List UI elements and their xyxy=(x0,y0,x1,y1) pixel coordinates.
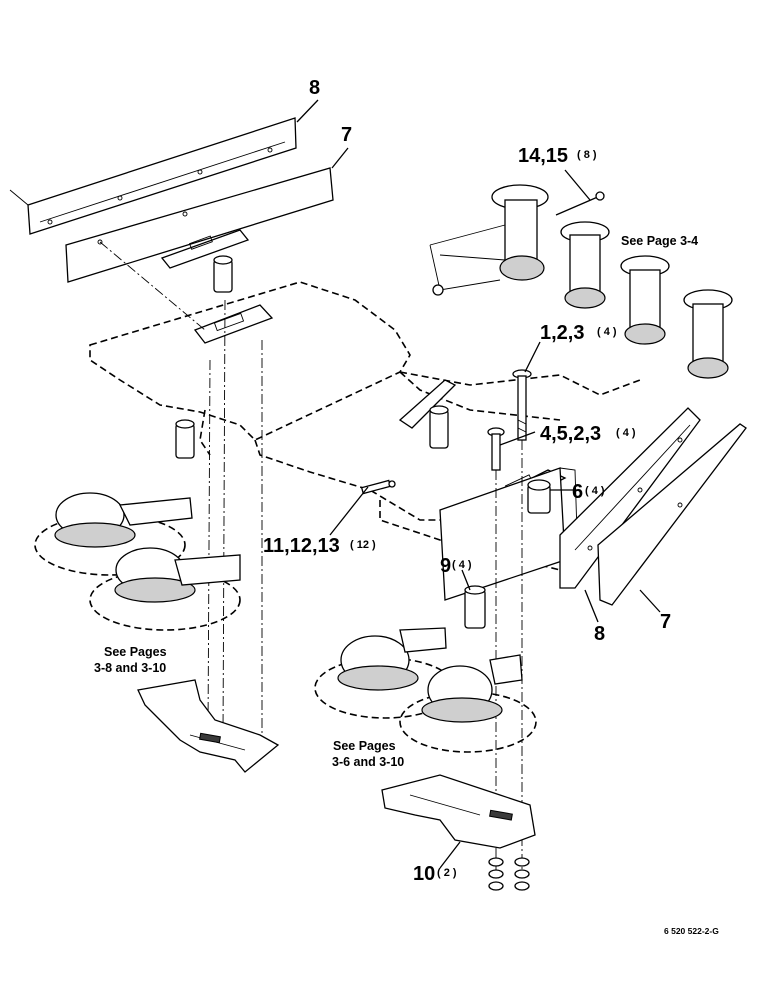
bolt-14 xyxy=(555,191,605,216)
note-see-pages-3-6: See Pages 3-6 and 3-10 xyxy=(332,739,404,769)
callout-10-text: 10 xyxy=(413,863,435,885)
callout-4-5-2-3: 4,5,2,3 ( 4 ) xyxy=(540,423,636,445)
callout-10: 10 ( 2 ) xyxy=(413,863,457,885)
note-see-pages-3-6-line1: See Pages xyxy=(333,739,396,753)
callout-6: 6 ( 4 ) xyxy=(572,481,605,503)
callout-14-15-text: 14,15 xyxy=(518,145,568,167)
callout-7-top: 7 xyxy=(341,124,352,146)
figure-code: 6 520 522-2-G xyxy=(664,926,719,936)
callout-7-top-text: 7 xyxy=(341,124,352,146)
callout-6-text: 6 xyxy=(572,481,583,503)
spacer-center xyxy=(429,405,449,449)
leader-lines xyxy=(296,99,661,869)
callout-1-2-3-text: 1,2,3 xyxy=(540,322,584,344)
strip-8-top xyxy=(9,117,297,235)
cutter-head-left-upper xyxy=(34,492,193,576)
callout-6-qty: ( 4 ) xyxy=(585,485,605,497)
cutter-drive-4 xyxy=(683,289,733,379)
callout-11-12-13-text: 11,12,13 xyxy=(263,535,340,557)
callout-1-2-3-qty: ( 4 ) xyxy=(597,326,617,338)
cutter-head-left-lower xyxy=(89,547,241,631)
note-see-pages-3-8-line1: See Pages xyxy=(104,645,167,659)
bolt-11 xyxy=(360,479,396,495)
callout-11-12-13-qty: ( 12 ) xyxy=(350,539,376,551)
cutter-head-right-lower xyxy=(399,654,537,753)
spacer-left xyxy=(175,419,195,459)
strip-8-right xyxy=(559,407,701,589)
callout-4-5-2-3-qty: ( 4 ) xyxy=(616,427,636,439)
spacer-top-left xyxy=(213,255,233,293)
note-see-page-3-4: See Page 3-4 xyxy=(621,234,698,248)
callout-1-2-3: 1,2,3 ( 4 ) xyxy=(540,322,617,344)
strip-7-top xyxy=(65,167,334,283)
skid-10 xyxy=(381,774,536,849)
plate-top-left xyxy=(160,229,250,269)
skid-left xyxy=(137,679,280,773)
bolt-1 xyxy=(512,369,532,441)
callout-7-right: 7 xyxy=(660,611,671,633)
spacer-9 xyxy=(464,585,486,629)
cutter-head-right-upper xyxy=(314,627,456,719)
cutter-drive-2 xyxy=(560,221,610,309)
callout-8-top-text: 8 xyxy=(309,77,320,99)
note-see-pages-3-6-line2: 3-6 and 3-10 xyxy=(332,755,404,769)
callout-4-5-2-3-text: 4,5,2,3 xyxy=(540,423,601,445)
strip-7-right xyxy=(597,423,747,606)
callout-14-15-qty: ( 8 ) xyxy=(577,149,597,161)
cutter-drive-3 xyxy=(620,255,670,345)
bolt-4 xyxy=(487,427,505,471)
callout-9-text: 9 xyxy=(440,555,451,577)
note-see-pages-3-8: See Pages 3-8 and 3-10 xyxy=(94,645,167,675)
callout-11-12-13: 11,12,13 ( 12 ) xyxy=(263,535,376,557)
nuts-10 xyxy=(488,857,530,891)
callout-10-qty: ( 2 ) xyxy=(437,867,457,879)
callout-8-top: 8 xyxy=(309,77,320,99)
callout-14-15: 14,15 ( 8 ) xyxy=(518,145,597,167)
cutter-drive-1 xyxy=(429,184,549,296)
callout-9-qty: ( 4 ) xyxy=(452,559,472,571)
callout-8-right: 8 xyxy=(594,623,605,645)
callout-9: 9 ( 4 ) xyxy=(440,555,472,577)
note-see-pages-3-8-line2: 3-8 and 3-10 xyxy=(94,661,166,675)
bushing-6 xyxy=(527,479,551,514)
